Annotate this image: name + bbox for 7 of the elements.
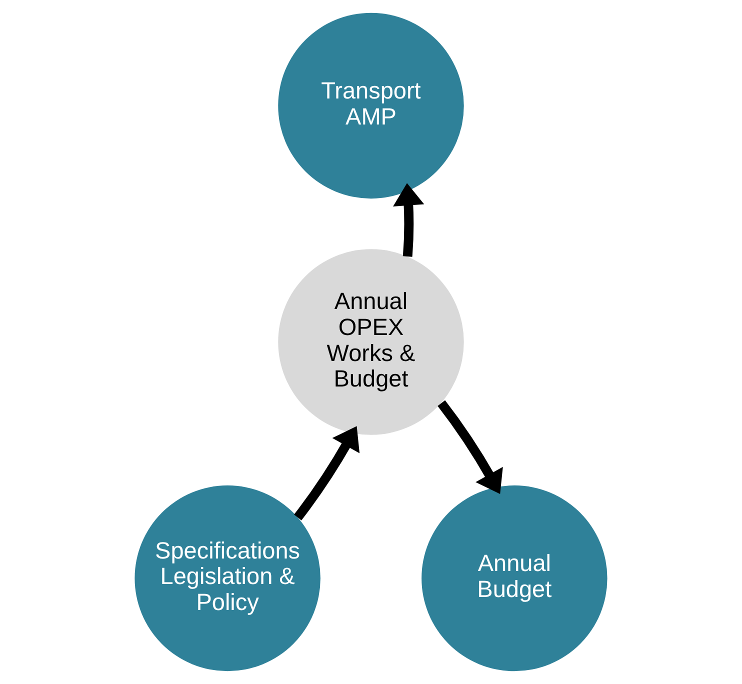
arrow — [294, 426, 360, 520]
arrow — [393, 183, 424, 257]
arrow — [438, 400, 503, 494]
node-circle: Annual Budget — [422, 485, 608, 672]
node-circle: Transport AMP — [278, 12, 464, 199]
node-circle: Annual OPEX Works & Budget — [278, 249, 464, 435]
node-circle: Specifications Legislation & Policy — [134, 485, 320, 672]
